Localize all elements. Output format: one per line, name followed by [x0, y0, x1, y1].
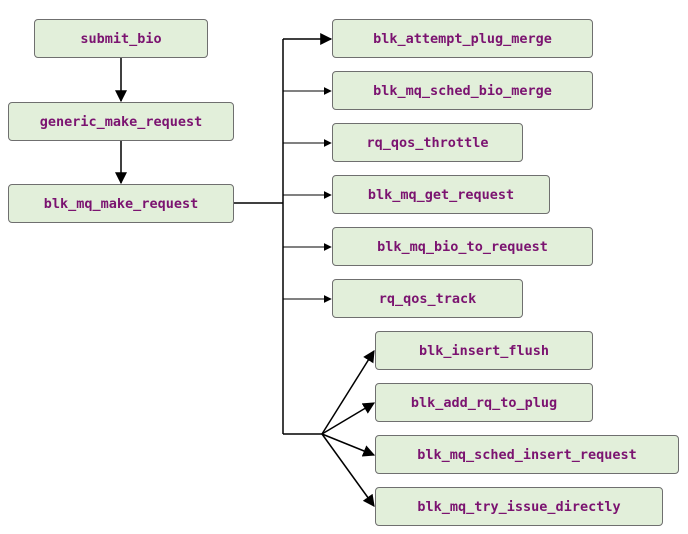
node-label: blk_mq_make_request [43, 195, 199, 212]
node-blk-mq-sched-insert-request: blk_mq_sched_insert_request [375, 435, 679, 474]
node-submit-bio: submit_bio [34, 19, 208, 58]
node-blk-attempt-plug-merge: blk_attempt_plug_merge [332, 19, 593, 58]
node-label: blk_add_rq_to_plug [410, 394, 558, 411]
node-blk-mq-try-issue-directly: blk_mq_try_issue_directly [375, 487, 663, 526]
node-rq-qos-track: rq_qos_track [332, 279, 523, 318]
node-blk-add-rq-to-plug: blk_add_rq_to_plug [375, 383, 593, 422]
node-blk-mq-sched-bio-merge: blk_mq_sched_bio_merge [332, 71, 593, 110]
node-label: submit_bio [80, 30, 162, 47]
node-label: blk_mq_sched_bio_merge [373, 82, 552, 99]
node-label: rq_qos_track [378, 290, 477, 307]
node-label: blk_mq_sched_insert_request [417, 446, 637, 463]
node-label: rq_qos_throttle [366, 134, 489, 151]
node-blk-insert-flush: blk_insert_flush [375, 331, 593, 370]
node-blk-mq-get-request: blk_mq_get_request [332, 175, 550, 214]
node-rq-qos-throttle: rq_qos_throttle [332, 123, 523, 162]
edge-to-insert-flush [321, 349, 375, 435]
node-blk-mq-bio-to-request: blk_mq_bio_to_request [332, 227, 593, 266]
edge-to-sched-insert-request [321, 433, 376, 457]
node-label: blk_insert_flush [418, 342, 550, 359]
node-generic-make-request: generic_make_request [8, 102, 234, 141]
node-blk-mq-make-request: blk_mq_make_request [8, 184, 234, 223]
node-label: blk_mq_try_issue_directly [417, 498, 621, 515]
node-label: generic_make_request [39, 113, 203, 130]
node-label: blk_mq_bio_to_request [377, 238, 548, 255]
node-label: blk_attempt_plug_merge [373, 30, 552, 47]
edge-to-add-rq-to-plug [321, 402, 376, 435]
edge-to-try-issue-directly [321, 433, 375, 507]
node-label: blk_mq_get_request [367, 186, 515, 203]
